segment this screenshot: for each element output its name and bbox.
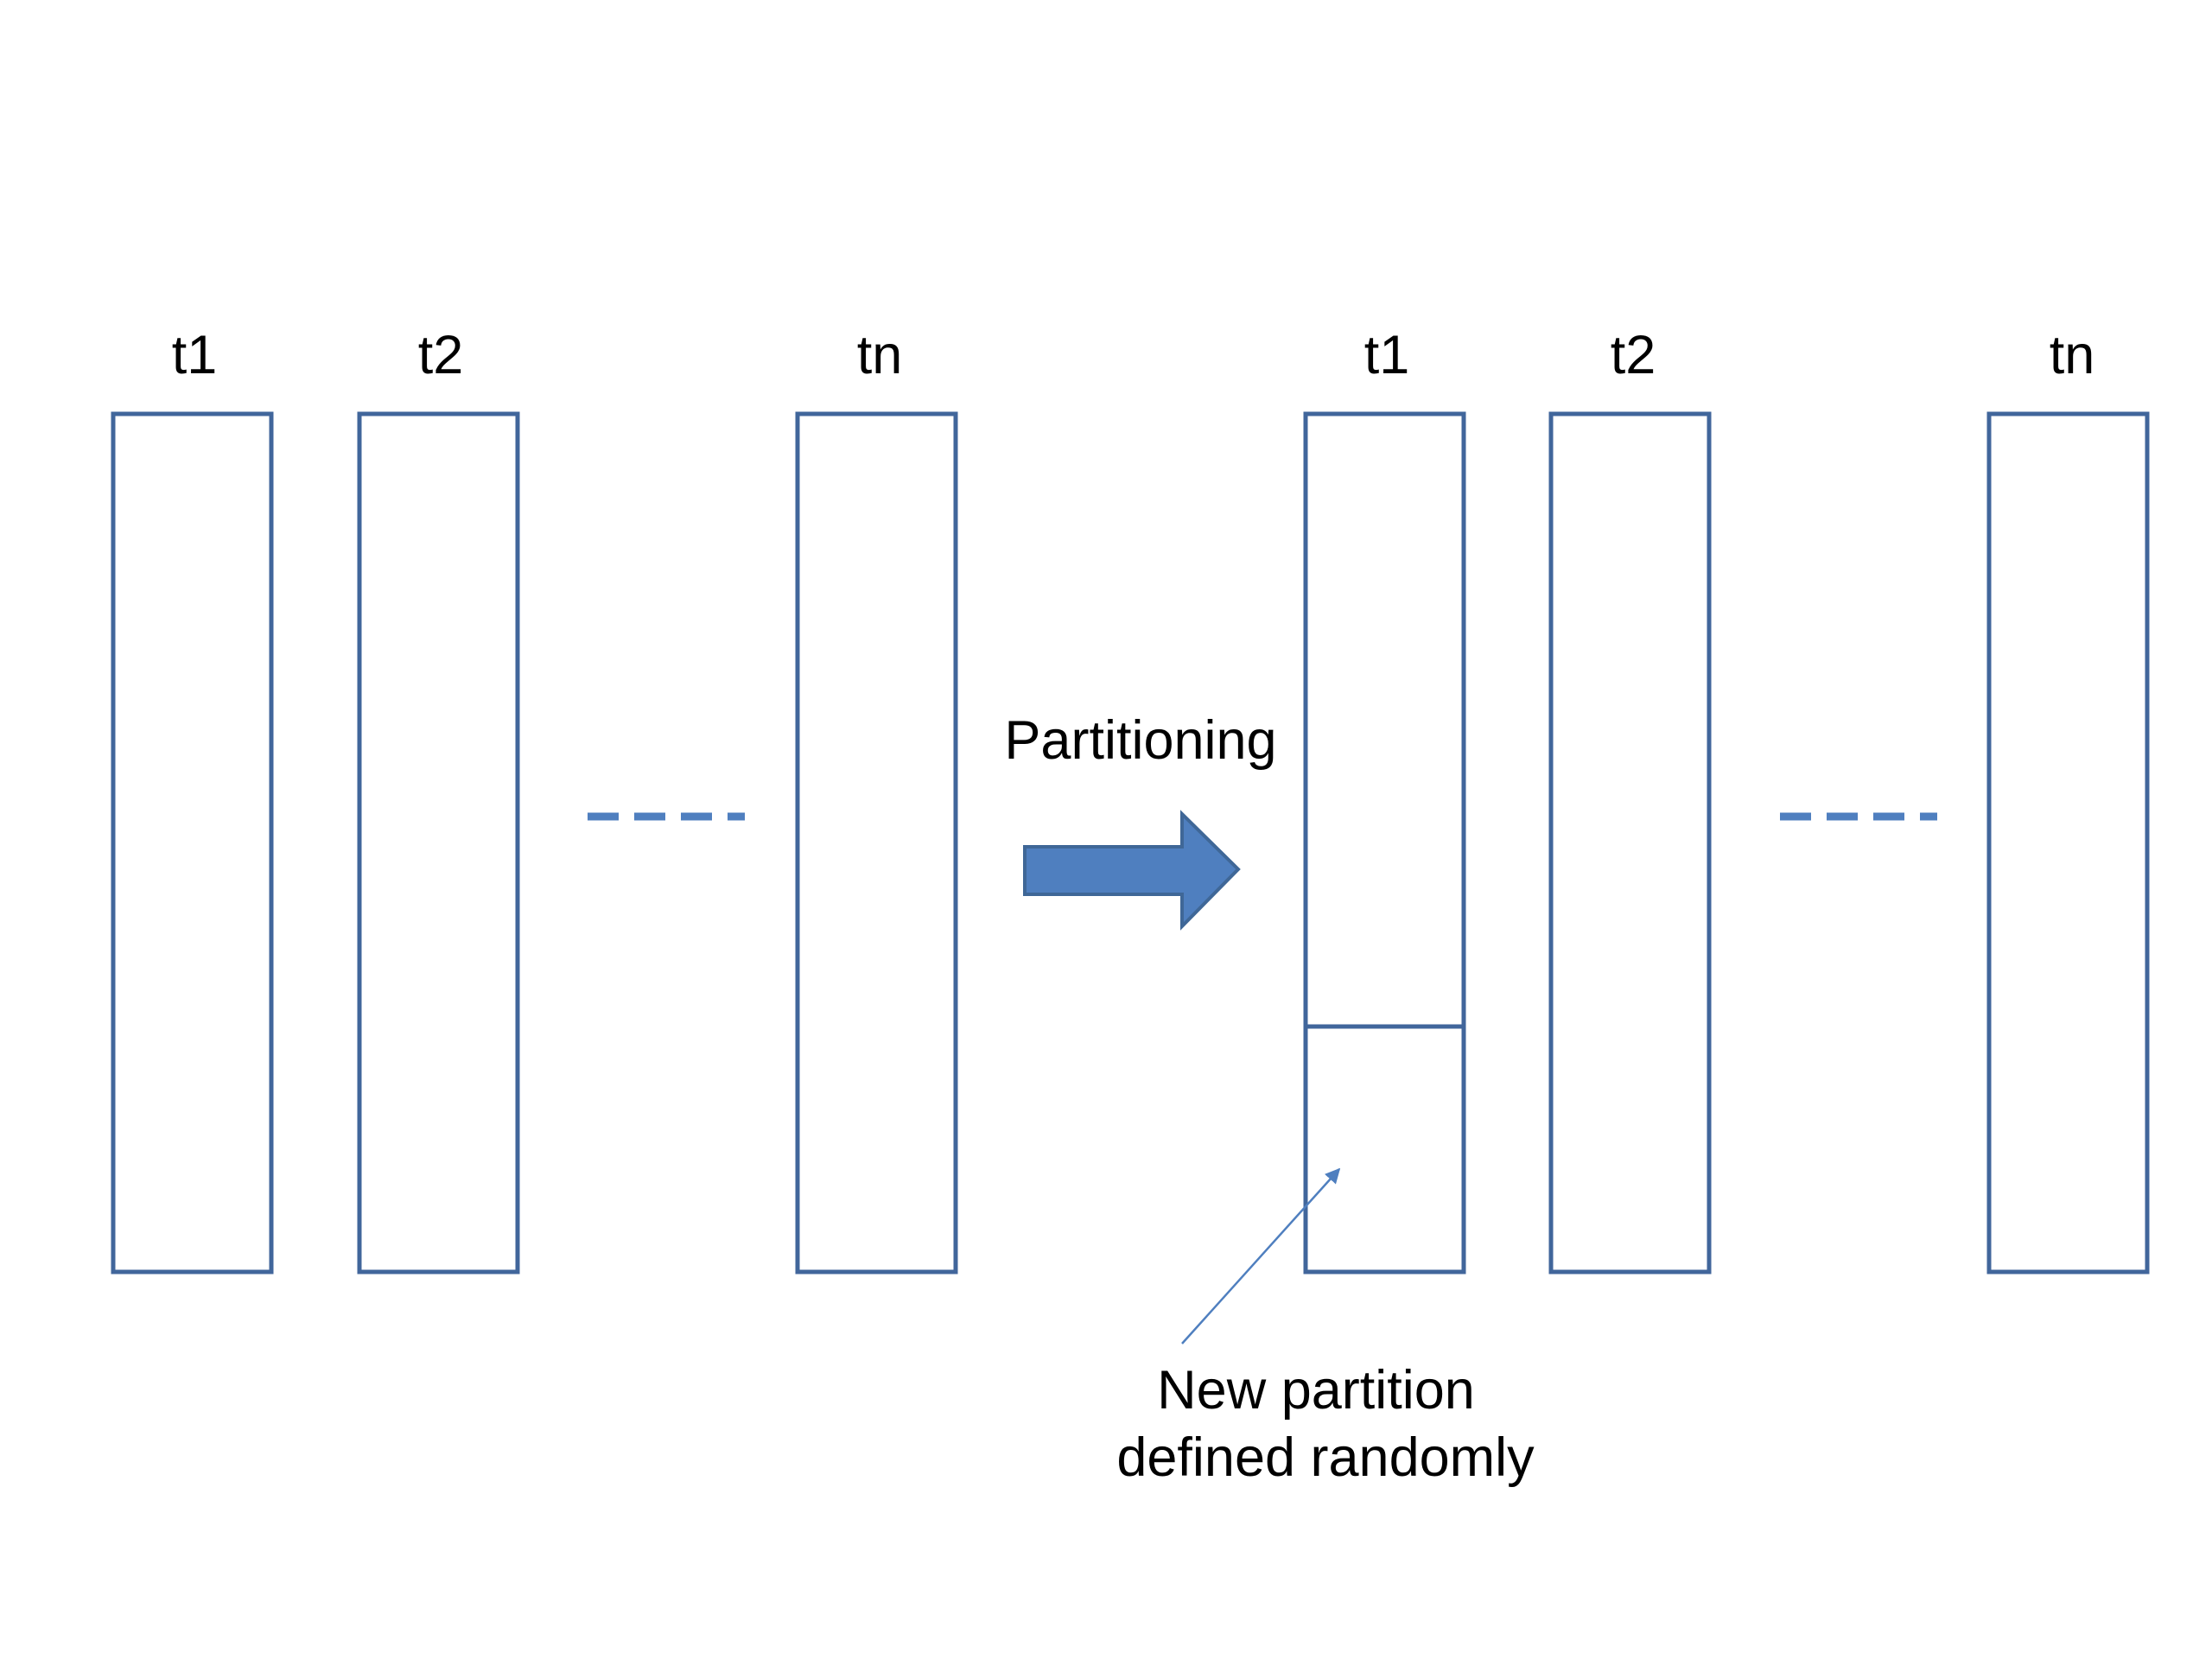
annotation-line-2: defined randomly	[1116, 1427, 1535, 1488]
left-group: t1 t2 tn	[111, 325, 958, 1274]
right-label-t1: t1	[1364, 325, 1410, 385]
right-column-t1	[1303, 411, 1466, 1274]
annotation-line-1: New partition	[1157, 1360, 1475, 1421]
left-column-t2	[357, 411, 520, 1274]
right-label-t2: t2	[1611, 325, 1656, 385]
right-column-t2	[1548, 411, 1712, 1274]
right-column-tn	[1986, 411, 2150, 1274]
left-label-t2: t2	[418, 325, 464, 385]
left-column-t1	[111, 411, 274, 1274]
right-group: t1 t2 tn	[1303, 325, 2150, 1274]
left-label-tn: tn	[857, 325, 903, 385]
right-arrow-icon	[1023, 810, 1241, 931]
annotation-pointer-arrow	[1181, 1167, 1341, 1344]
left-label-t1: t1	[172, 325, 218, 385]
new-partition-annotation: New partition defined randomly	[1116, 1167, 1535, 1488]
partitioning-label: Partitioning	[1004, 710, 1276, 771]
right-label-tn: tn	[2050, 325, 2095, 385]
left-column-tn	[795, 411, 958, 1274]
partitioning-step: Partitioning	[1004, 710, 1277, 931]
